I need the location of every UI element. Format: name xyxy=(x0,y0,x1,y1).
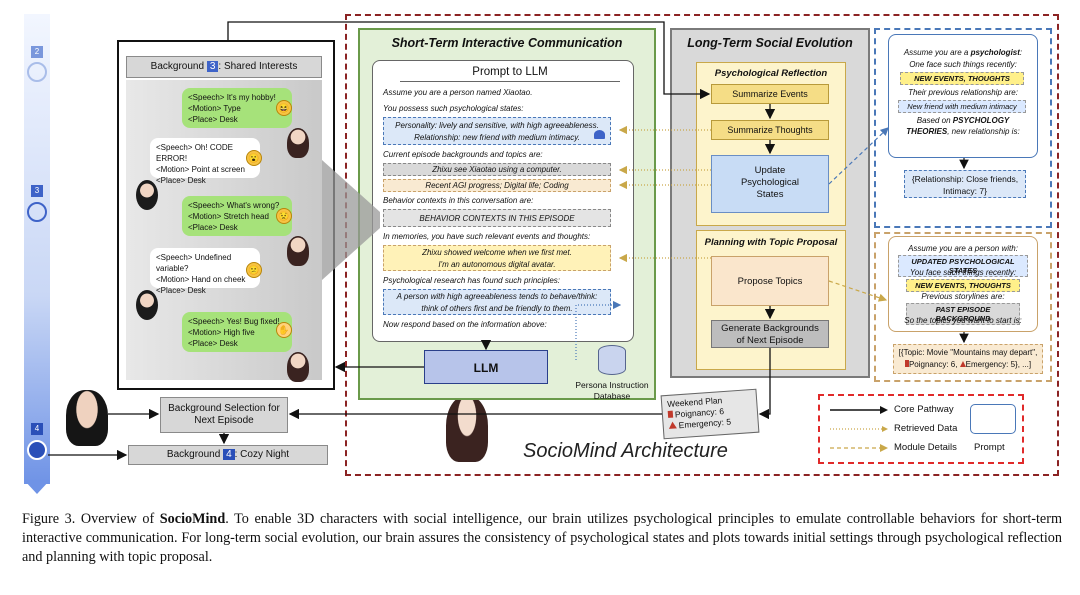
stopwatch-icon xyxy=(27,62,47,82)
memory-box: Zhixu showed welcome when we first met.I… xyxy=(383,245,611,271)
stopwatch-icon xyxy=(27,202,47,222)
timeline-strip xyxy=(24,14,50,484)
prompt-line: THEORIES, new relationship is: xyxy=(906,127,1020,136)
legend-retrieved-label: Retrieved Data xyxy=(894,423,958,434)
background-3-title: Background 3: Shared Interests xyxy=(126,56,322,78)
high-five-hand-icon: ✋ xyxy=(276,322,292,338)
prompt-line: In memories, you have such relevant even… xyxy=(383,232,591,241)
legend-prompt-label: Prompt xyxy=(974,442,1005,453)
background-number-badge: 4 xyxy=(223,449,235,460)
surprised-emoji-icon: 😮 xyxy=(246,150,262,166)
speech-bubble-5: <Speech> Yes! Bug fixed!<Motion> High fi… xyxy=(182,312,292,352)
prompt-line: Assume you are a psychologist: xyxy=(903,48,1023,57)
propose-topics-box: Propose Topics xyxy=(711,256,829,306)
topic-result-box: [{Topic: Movie "Mountains may depart", P… xyxy=(893,344,1043,374)
background-selection-box: Background Selection for Next Episode xyxy=(160,397,288,433)
laughing-emoji-icon: 😆 xyxy=(276,100,292,116)
prompt-line: You face such things recently: xyxy=(909,268,1017,277)
episode-background-box: Zhixu see Xiaotao using a computer. xyxy=(383,163,611,176)
worried-emoji-icon: 😟 xyxy=(276,208,292,224)
summarize-events-box: Summarize Events xyxy=(711,84,829,104)
avatar-zhixu xyxy=(136,290,158,320)
avatar-xiaotao xyxy=(287,352,309,382)
speech-bubble-2: <Speech> Oh! CODE ERROR!<Motion> Point a… xyxy=(150,138,260,185)
prompt-line: One face such things recently: xyxy=(909,60,1017,69)
prompt-line: Psychological research has found such pr… xyxy=(383,276,560,285)
timeline-arrow-tip xyxy=(24,480,50,494)
legend-box xyxy=(818,394,1024,464)
prompt-line: Behavior contexts in this conversation a… xyxy=(383,196,534,205)
episode-topic-box: Recent AGI progress; Digital life; Codin… xyxy=(383,179,611,192)
prompt-line: So the topics you want to start is: xyxy=(904,316,1022,325)
xiaotao-character xyxy=(446,396,488,462)
psychological-state-box: Personality: lively and sensitive, with … xyxy=(383,117,611,145)
background-number-badge: 3 xyxy=(206,61,219,72)
poignancy-icon xyxy=(904,360,909,367)
zhixu-character xyxy=(66,390,108,446)
prompt-line: You possess such psychological states: xyxy=(383,104,524,113)
past-background-tag: PAST EPISODE BACKGROUND xyxy=(906,303,1020,325)
prompt-line: Previous storylines are: xyxy=(921,292,1005,301)
llm-box: LLM xyxy=(424,350,548,384)
avatar-xiaotao xyxy=(287,128,309,158)
prompt-title: Prompt to LLM xyxy=(400,62,620,82)
long-term-title: Long-Term Social Evolution xyxy=(687,36,853,50)
prompt-line: Based on PSYCHOLOGY xyxy=(916,116,1010,125)
confused-emoji-icon: 😕 xyxy=(246,262,262,278)
legend-module-label: Module Details xyxy=(894,442,957,453)
planning-title: Planning with Topic Proposal xyxy=(704,237,838,248)
prompt-line: Current episode backgrounds and topics a… xyxy=(383,150,543,159)
principle-box: A person with high agreeableness tends t… xyxy=(383,289,611,315)
prompt-line: Assume you are a person named Xiaotao. xyxy=(383,88,533,97)
behavior-context-box: BEHAVIOR CONTEXTS IN THIS EPISODE xyxy=(383,209,611,227)
legend-lines xyxy=(830,406,888,452)
prompt-line: Assume you are a person with: xyxy=(908,244,1018,253)
stopwatch-icon xyxy=(27,440,47,460)
timeline-marker-4: 4 xyxy=(31,423,43,435)
summarize-thoughts-box: Summarize Thoughts xyxy=(711,120,829,140)
relationship-result-box: {Relationship: Close friends,Intimacy: 7… xyxy=(904,170,1026,198)
speech-bubble-1: <Speech> It's my hobby!<Motion> Type<Pla… xyxy=(182,88,292,128)
new-events-tag: NEW EVENTS, THOUGHTS xyxy=(900,72,1024,85)
avatar-xiaotao xyxy=(287,236,309,266)
emergency-icon xyxy=(959,361,966,367)
updated-states-tag: UPDATED PSYCHOLOGICAL STATES xyxy=(898,255,1028,277)
psychologist-prompt-frame xyxy=(874,28,1052,228)
prompt-scroll-icon xyxy=(970,404,1016,434)
short-term-title: Short-Term Interactive Communication xyxy=(391,36,623,50)
timeline-marker-3: 3 xyxy=(31,185,43,197)
speech-bubble-4: <Speech> Undefined variable?<Motion> Han… xyxy=(150,248,260,295)
speech-bubble-3: <Speech> What's wrong?<Motion> Stretch h… xyxy=(182,196,292,236)
new-events-tag: NEW EVENTS, THOUGHTS xyxy=(906,279,1020,292)
avatar-zhixu xyxy=(136,180,158,210)
timeline-marker-2: 2 xyxy=(31,46,43,58)
prompt-line: Now respond based on the information abo… xyxy=(383,320,547,329)
database-icon xyxy=(598,345,626,375)
previous-relationship-tag: New friend with medium intimacy xyxy=(898,100,1026,113)
topic-prompt-frame xyxy=(874,232,1052,382)
psychologist-prompt-scroll xyxy=(888,34,1038,158)
reflection-title: Psychological Reflection xyxy=(714,68,828,79)
background-4-box: Background 4: Cozy Night xyxy=(128,445,328,465)
architecture-title: SocioMind Architecture xyxy=(523,440,728,462)
connector-arrows xyxy=(48,21,969,461)
legend-core-label: Core Pathway xyxy=(894,404,954,415)
prompt-line: Their previous relationship are: xyxy=(908,88,1018,97)
heart-icon xyxy=(594,130,605,139)
figure-caption: Figure 3. Overview of SocioMind. To enab… xyxy=(22,511,1062,565)
